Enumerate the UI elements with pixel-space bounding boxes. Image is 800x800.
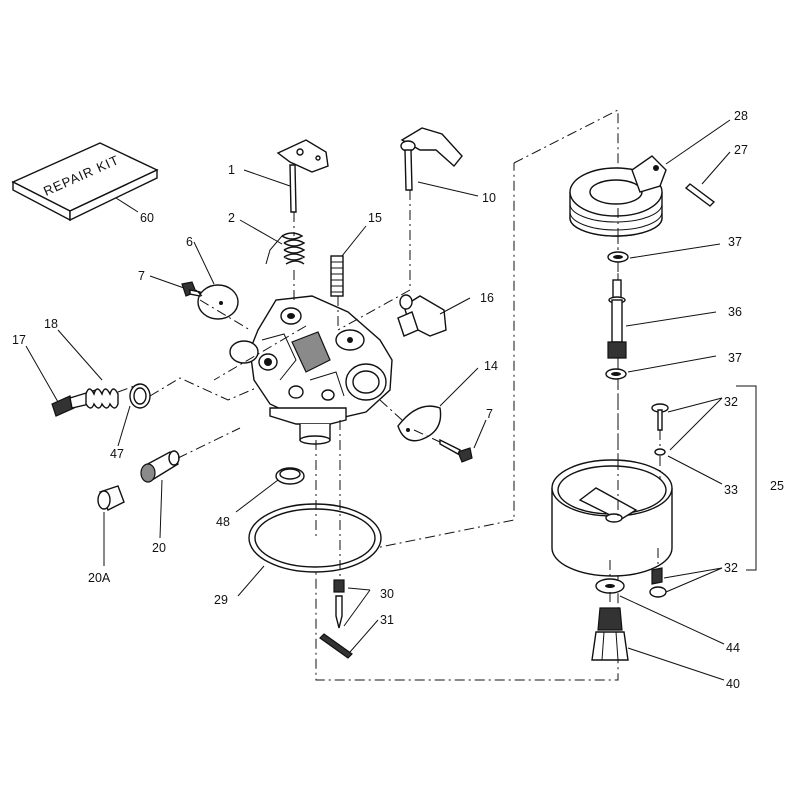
callout-28: 28 [734, 109, 748, 123]
callout-29: 29 [214, 593, 228, 607]
callout-60: 60 [140, 211, 154, 225]
throttle-spring-part [265, 232, 306, 265]
choke-shaft-part [400, 127, 463, 191]
callout-20a: 20A [88, 571, 111, 585]
float-pin-31-part [319, 633, 353, 659]
bowl-gasket-29-part [248, 503, 382, 573]
repair-kit-box: REPAIR KIT [11, 142, 159, 222]
callout-17: 17 [12, 333, 26, 347]
callout-7-right: 7 [486, 407, 493, 421]
callout-47: 47 [110, 447, 124, 461]
callout-10: 10 [482, 191, 496, 205]
o-ring-48-part [275, 467, 305, 485]
washer-37-lower-part [605, 368, 627, 380]
nozzle-20-part [140, 450, 180, 483]
fuel-inlet-fitting-part [397, 294, 447, 337]
callout-25: 25 [770, 479, 784, 493]
callout-40: 40 [726, 677, 740, 691]
washer-44-part [595, 578, 625, 594]
float-bowl-25-part [551, 459, 673, 577]
callout-6: 6 [186, 235, 193, 249]
callout-1: 1 [228, 163, 235, 177]
callout-16: 16 [480, 291, 494, 305]
spring-15-part [330, 255, 344, 297]
callout-31: 31 [380, 613, 394, 627]
valve-32-upper-part [651, 403, 669, 431]
float-pin-27-part [684, 183, 716, 207]
callout-20: 20 [152, 541, 166, 555]
callout-27: 27 [734, 143, 748, 157]
callout-32-upper: 32 [724, 395, 738, 409]
throttle-shaft-part [276, 139, 329, 213]
callout-labels: 1 2 6 7 10 14 15 16 17 18 7 20 20A 25 27… [12, 109, 784, 691]
callout-18: 18 [44, 317, 58, 331]
washer-37-upper-part [607, 251, 629, 263]
callout-48: 48 [216, 515, 230, 529]
bowl-nut-40-part [591, 607, 629, 661]
washer-33-part [654, 448, 666, 456]
carburetor-body [229, 295, 393, 445]
assembly-boundary-line [315, 109, 619, 681]
plate-14-part [397, 405, 442, 442]
callout-37-lower: 37 [728, 351, 742, 365]
callout-2: 2 [228, 211, 235, 225]
welch-plug-6-part [197, 284, 239, 320]
alignment-lines [117, 190, 661, 606]
screw-7-left-part [181, 281, 201, 297]
callout-14: 14 [484, 359, 498, 373]
valve-32-lower-part [649, 567, 667, 598]
stem-36-part [607, 279, 627, 359]
float-28-part [569, 155, 667, 237]
callout-44: 44 [726, 641, 740, 655]
callout-36: 36 [728, 305, 742, 319]
leader-lines [25, 119, 757, 681]
inlet-needle-30-part [333, 579, 345, 629]
callout-32-lower: 32 [724, 561, 738, 575]
cap-20a-part [97, 485, 125, 511]
spring-18-part [85, 388, 119, 409]
callout-33: 33 [724, 483, 738, 497]
screw-7-right-part [439, 438, 473, 463]
o-ring-47-part [129, 383, 151, 409]
callout-15: 15 [368, 211, 382, 225]
callout-37-upper: 37 [728, 235, 742, 249]
callout-30: 30 [380, 587, 394, 601]
callout-7-left: 7 [138, 269, 145, 283]
